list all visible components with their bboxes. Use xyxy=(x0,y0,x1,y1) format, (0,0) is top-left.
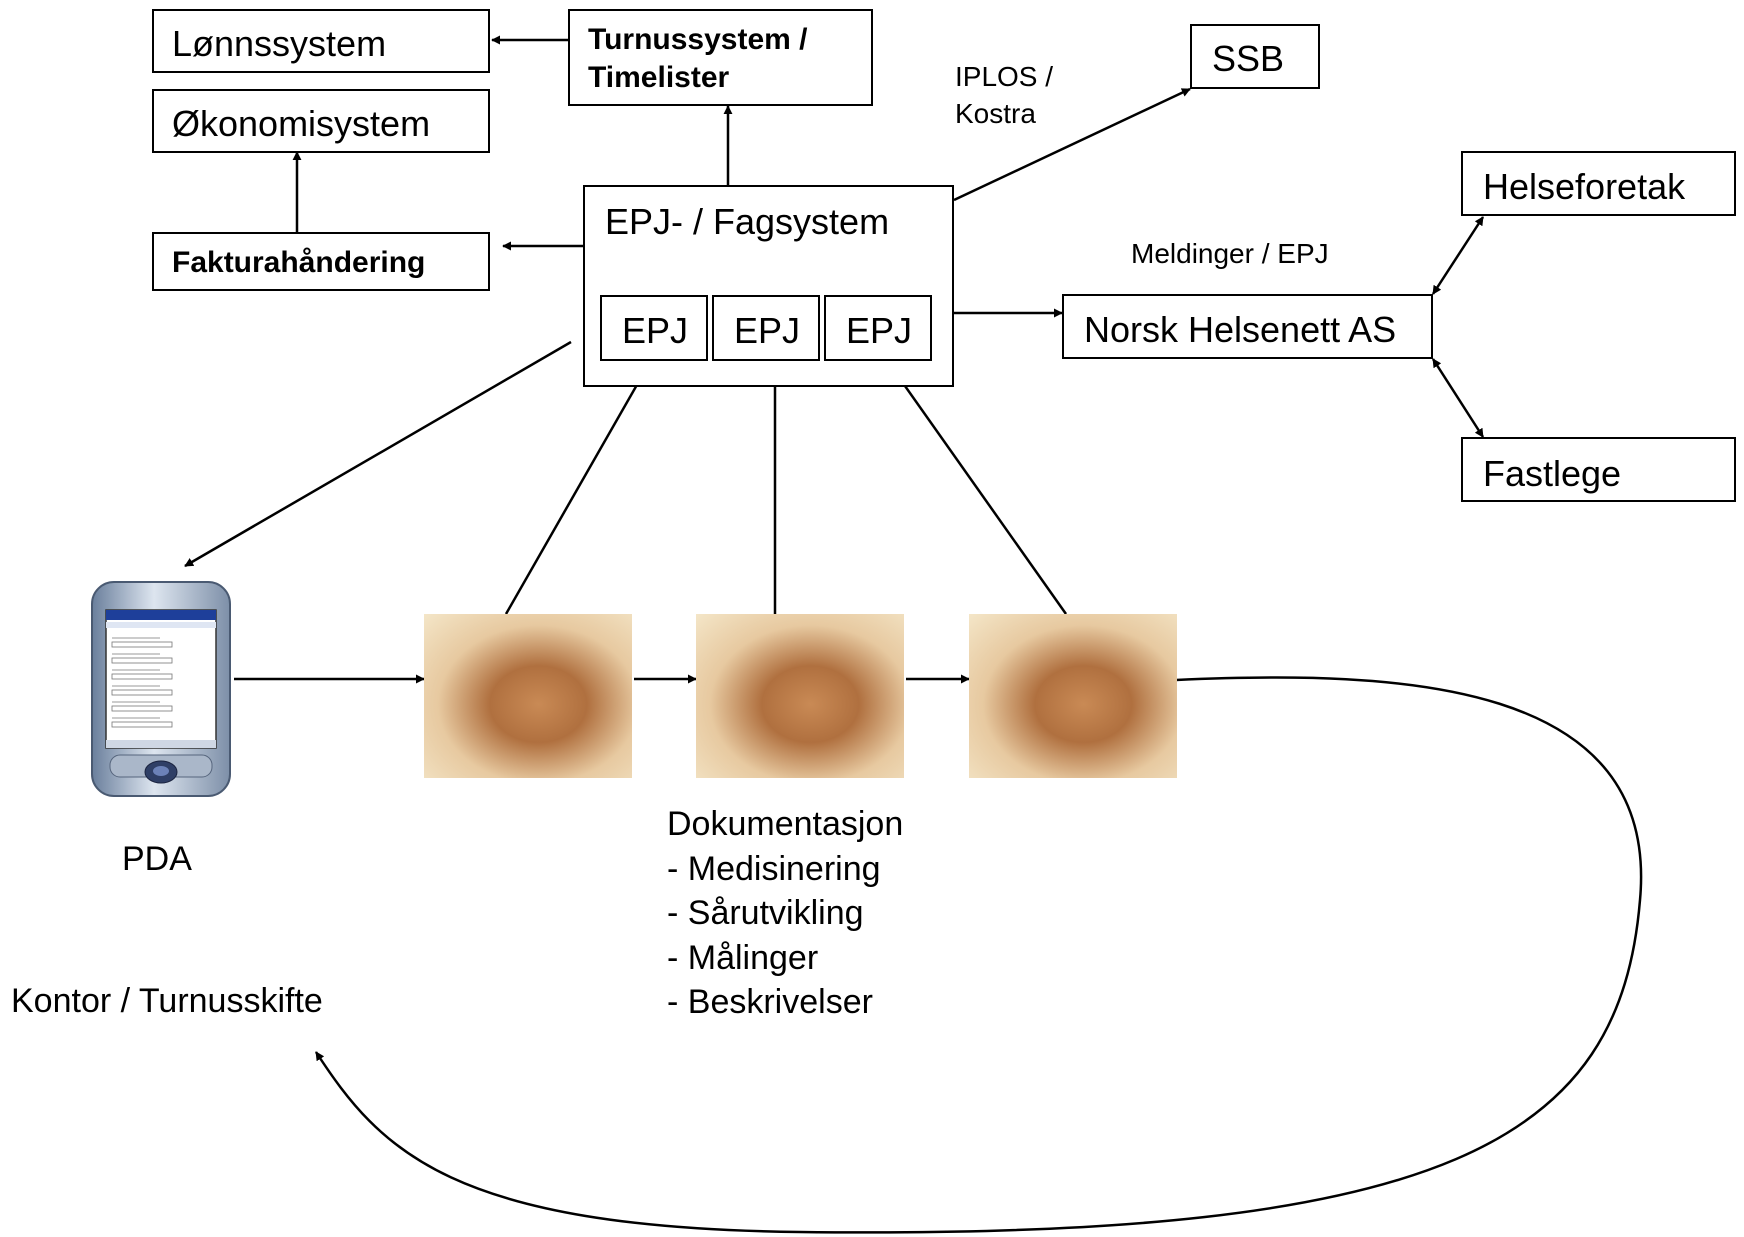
epj-fagsystem-label: EPJ- / Fagsystem xyxy=(605,201,890,242)
arrow-nhn-helseforetak-bidirectional xyxy=(1431,216,1485,295)
kontor-label: Kontor / Turnusskifte xyxy=(11,982,323,1020)
hands-photo-1 xyxy=(424,614,632,778)
box-fastlege: Fastlege xyxy=(1461,437,1736,502)
okonomisystem-label: Økonomisystem xyxy=(172,103,431,144)
lonnssystem-label: Lønnssystem xyxy=(172,23,387,64)
pda-device-image xyxy=(88,580,234,800)
documentation-list: Dokumentasjon - Medisinering - Sårutvikl… xyxy=(667,802,903,1025)
pda-device-icon xyxy=(91,581,231,797)
norsk-helsenett-label: Norsk Helsenett AS xyxy=(1084,309,1397,350)
box-ssb: SSB xyxy=(1190,24,1320,89)
arrow-nhn-fastlege-bidirectional xyxy=(1431,358,1485,438)
hands-photo-3 xyxy=(969,614,1177,778)
pda-label: PDA xyxy=(122,840,192,878)
ssb-label: SSB xyxy=(1212,38,1285,79)
documentation-heading: Dokumentasjon xyxy=(667,805,904,843)
documentation-item: - Målinger xyxy=(667,938,819,977)
box-helseforetak: Helseforetak xyxy=(1461,151,1736,216)
iplos-kostra-label: IPLOS / Kostra xyxy=(955,61,1054,129)
box-epj-1: EPJ xyxy=(600,295,708,361)
fastlege-label: Fastlege xyxy=(1483,453,1622,494)
arrow-photo1-to-epj1 xyxy=(504,368,648,615)
fakturahandering-label: Fakturahåndering xyxy=(172,246,426,279)
documentation-item: - Sårutvikling xyxy=(667,894,864,932)
box-norsk-helsenett: Norsk Helsenett AS xyxy=(1062,294,1433,359)
box-lonnssystem: Lønnssystem xyxy=(152,9,490,73)
box-epj-2: EPJ xyxy=(712,295,820,361)
documentation-item: - Beskrivelser xyxy=(667,983,873,1021)
arrow-loop-back-to-kontor xyxy=(314,676,1643,1234)
epj-3-label: EPJ xyxy=(846,310,913,351)
hands-photo-2 xyxy=(696,614,904,778)
epj-1-label: EPJ xyxy=(622,310,689,351)
box-turnussystem: Turnussystem / Timelister xyxy=(568,9,873,106)
meldinger-label: Meldinger / EPJ xyxy=(1131,238,1329,269)
helseforetak-label: Helseforetak xyxy=(1483,166,1686,207)
arrow-epj-to-ssb xyxy=(953,87,1191,202)
arrow-epj-to-pda xyxy=(184,340,572,568)
epj-2-label: EPJ xyxy=(734,310,801,351)
box-okonomisystem: Økonomisystem xyxy=(152,89,490,153)
arrow-photo3-to-epj3 xyxy=(891,368,1068,615)
box-epj-3: EPJ xyxy=(824,295,932,361)
documentation-item: - Medisinering xyxy=(667,849,881,888)
turnussystem-label: Turnussystem / Timelister xyxy=(588,23,808,94)
box-fakturahandering: Fakturahåndering xyxy=(152,232,490,291)
